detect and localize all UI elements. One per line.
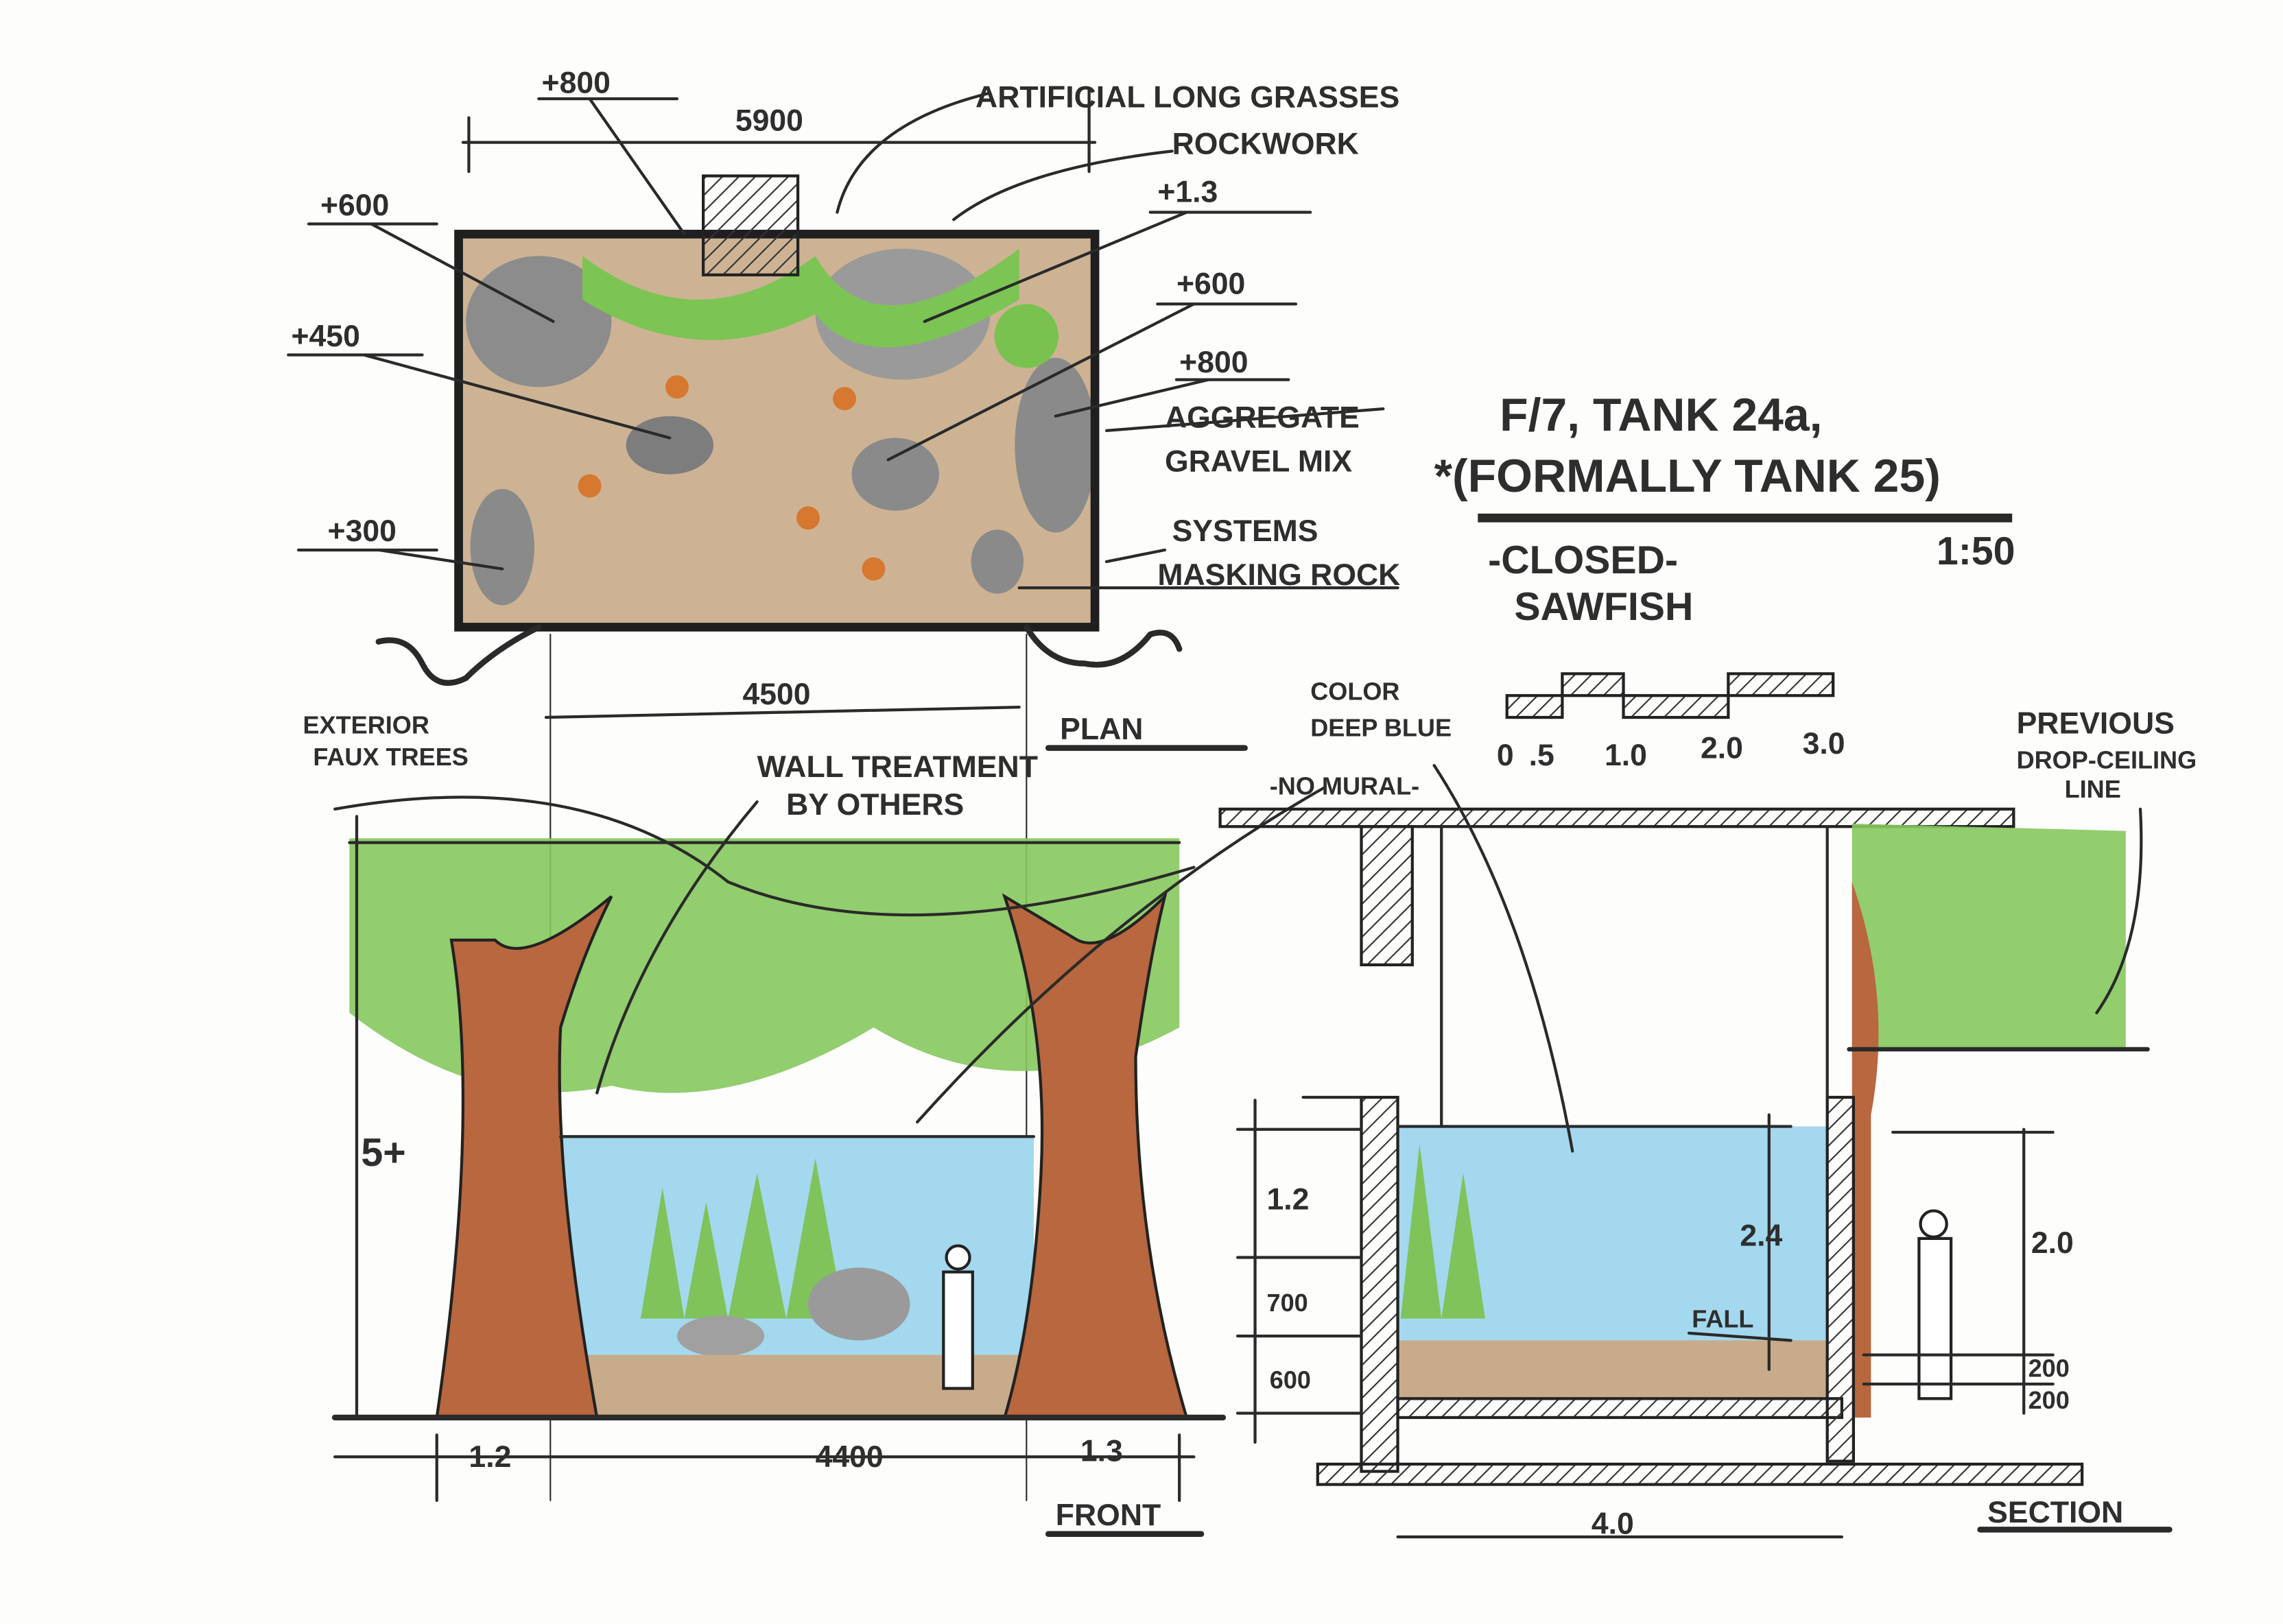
plant	[994, 304, 1059, 368]
wall-stub	[702, 174, 800, 276]
note-rockwork: ROCKWORK	[1172, 128, 1359, 161]
tank-floor	[1396, 1397, 1844, 1420]
plan-label: PLAN	[1060, 713, 1143, 746]
dim-left: 1.2	[469, 1440, 511, 1474]
note-masking-2: MASKING ROCK	[1157, 558, 1400, 592]
note-grasses: ARTIFICIAL LONG GRASSES	[975, 81, 1399, 115]
scale-tick: .5	[1529, 739, 1554, 772]
rock	[971, 529, 1024, 594]
dim-left-lower: 600	[1270, 1365, 1311, 1394]
tree-outline-left	[375, 624, 542, 686]
person-body	[942, 1270, 974, 1390]
note-ceiling-3: LINE	[2065, 775, 2121, 803]
exhibit-name: SAWFISH	[1514, 585, 1693, 629]
tree-outline-right	[1024, 624, 1183, 668]
note-trees-2: FAUX TREES	[313, 743, 469, 771]
scale-tick: 3.0	[1803, 727, 1845, 761]
note-color-2: DEEP BLUE	[1310, 714, 1452, 742]
rock	[466, 256, 612, 387]
tank-wall-right	[1825, 1095, 1856, 1463]
grasses	[582, 248, 1019, 348]
note-wall-2: BY OTHERS	[786, 788, 964, 822]
level-right-mid: +600	[1176, 267, 1245, 300]
section-label: SECTION	[1987, 1496, 2123, 1529]
rock	[470, 488, 534, 606]
note-ceiling-2: DROP-CEILING	[2017, 745, 2197, 774]
scale-bar: 0 .5 1.0 2.0 3.0	[1497, 672, 1845, 772]
scale-tick: 2.0	[1701, 731, 1743, 765]
front-label: FRONT	[1056, 1498, 1161, 1532]
base-slab	[1316, 1462, 2084, 1486]
dim-height: 5+	[361, 1131, 405, 1175]
note-gravel-2: GRAVEL MIX	[1165, 444, 1352, 478]
rock	[626, 416, 713, 475]
scale-tick: 0	[1497, 739, 1514, 772]
tank-wall-left	[1360, 1095, 1399, 1473]
dim-right-upper: 200	[2028, 1354, 2070, 1383]
front-elevation: WALL TREATMENT BY OTHERS COLOR DEEP BLUE…	[331, 678, 1452, 1537]
person-head	[1919, 1209, 1948, 1239]
status-text: -CLOSED-	[1488, 538, 1678, 582]
rock	[1015, 357, 1097, 533]
trunk-section	[1852, 881, 1879, 1418]
plan-width-bottom: 4500	[742, 678, 810, 711]
level-left-lower: +300	[328, 514, 397, 548]
dim-left-upper: 1.2	[1267, 1182, 1310, 1216]
note-masking-1: SYSTEMS	[1172, 514, 1318, 548]
gravel-section	[1397, 1340, 1827, 1399]
plan-view: +800 5900 ARTIFICIAL LONG GRASSES ROCKWO…	[287, 67, 1400, 1501]
note-fall: FALL	[1692, 1304, 1753, 1333]
dim-water-depth: 2.4	[1740, 1219, 1782, 1252]
section-lines	[1235, 763, 2173, 1539]
tree-trunk-left	[435, 895, 613, 1420]
plant-stars	[578, 375, 886, 581]
level-left-mid: +450	[291, 320, 359, 353]
tree-trunk-right	[1002, 892, 1189, 1420]
rock	[851, 438, 939, 511]
note-gravel-1: AGGREGATE	[1165, 401, 1360, 435]
column	[1360, 825, 1414, 966]
section-view: PREVIOUS DROP-CEILING LINE 1.2 700 600 2…	[1218, 706, 2197, 1541]
level-right-upper: +1.3	[1157, 176, 1218, 209]
dim-left-mid: 700	[1267, 1289, 1308, 1317]
note-wall-1: WALL TREATMENT	[757, 750, 1038, 784]
note-color-3: -NO MURAL-	[1270, 772, 1419, 800]
dim-middle: 4400	[816, 1440, 884, 1474]
dim-right-lower: 200	[2028, 1386, 2070, 1414]
person-body	[1917, 1237, 1953, 1400]
dim-width: 4.0	[1592, 1507, 1634, 1541]
dim-right: 1.3	[1080, 1435, 1123, 1468]
person-head	[945, 1244, 971, 1271]
front-lines	[331, 785, 1327, 1537]
ceiling-slab	[1218, 807, 2015, 828]
leader-lines	[287, 91, 1399, 751]
rock	[676, 1315, 765, 1357]
note-ceiling-1: PREVIOUS	[2017, 706, 2175, 740]
canopy-section	[1852, 823, 2126, 1049]
level-top: +800	[542, 67, 611, 100]
title-line-1: F/7, TANK 24a,	[1500, 390, 1822, 441]
drawing-scale: 1:50	[1937, 529, 2015, 573]
title-line-2: *(FORMALLY TANK 25)	[1434, 451, 1941, 502]
note-color-1: COLOR	[1310, 678, 1399, 706]
level-left-upper: +600	[320, 189, 389, 222]
title-block: F/7, TANK 24a, *(FORMALLY TANK 25) -CLOS…	[1434, 390, 2015, 629]
scale-tick: 1.0	[1605, 739, 1647, 772]
plan-width-top: 5900	[735, 104, 803, 138]
rock	[807, 1267, 910, 1341]
aquatic-grass-section	[1400, 1143, 1485, 1319]
note-trees-1: EXTERIOR	[303, 710, 429, 739]
dim-right-height: 2.0	[2031, 1226, 2074, 1260]
level-right-lower: +800	[1179, 346, 1248, 379]
